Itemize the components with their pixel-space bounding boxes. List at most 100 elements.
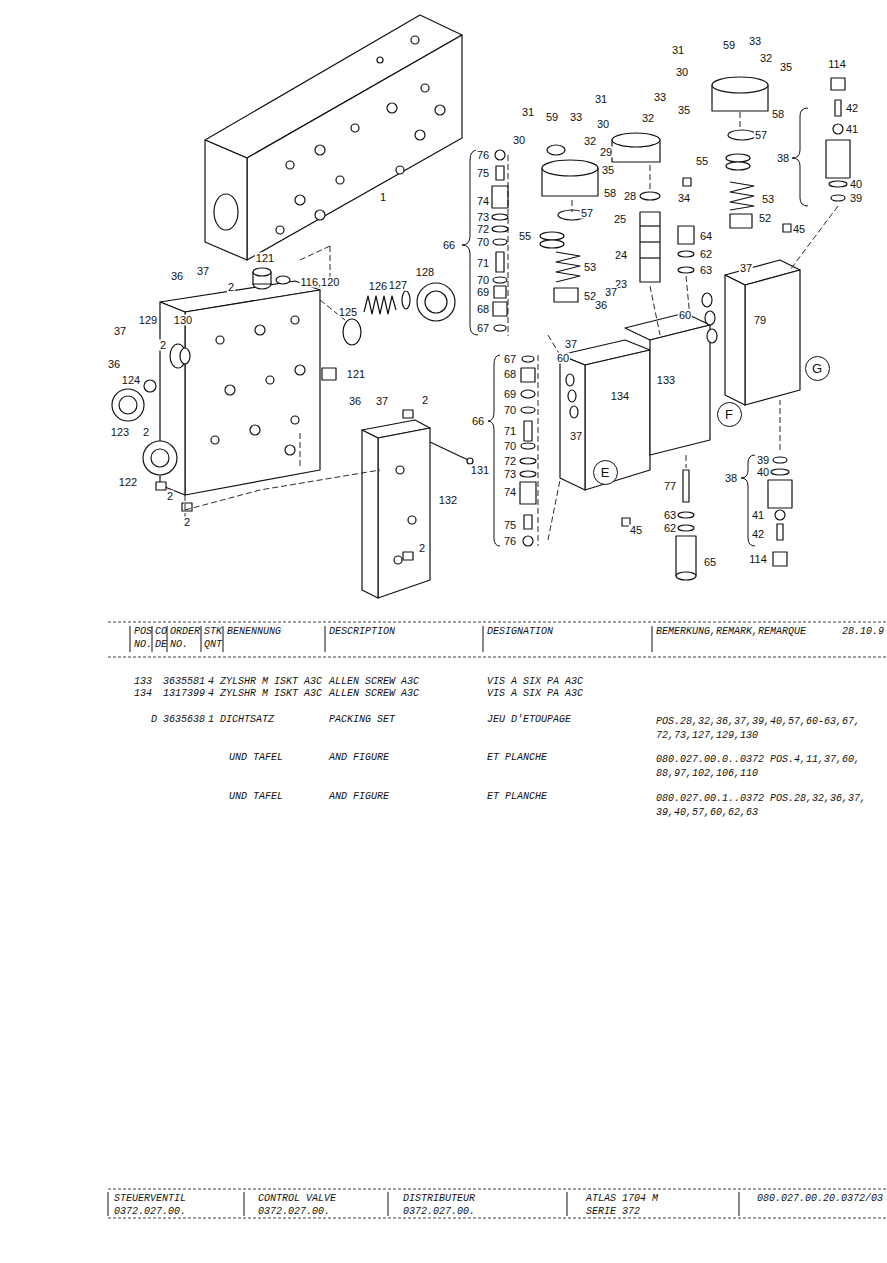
callout-number: 132 (438, 495, 458, 506)
callout-number: 42 (845, 103, 859, 114)
callout-number: 123 (110, 427, 130, 438)
callout-number: 68 (476, 304, 490, 315)
callout-number: 35 (677, 105, 691, 116)
table-cell: 080.027.00.1..0372 POS.28,32,36,37, 39,4… (655, 792, 873, 820)
table-cell: ALLEN SCREW A3C (328, 689, 420, 699)
table-cell: 3635638 (162, 715, 206, 725)
callout-number: 37 (564, 339, 578, 350)
section-letter-circle: G (805, 356, 830, 381)
callout-number: 55 (695, 156, 709, 167)
table-cell: ZYLSHR M ISKT A3C (219, 689, 323, 699)
table-cell: 0372.027.00. (113, 1207, 187, 1217)
callout-number: 70 (503, 405, 517, 416)
callout-number: 125 (338, 307, 358, 318)
table-cell: UND TAFEL (228, 792, 284, 802)
callout-number: 32 (583, 136, 597, 147)
callout-number: 28 (623, 191, 637, 202)
callout-number: 126 (368, 281, 388, 292)
table-cell: D (150, 715, 158, 725)
callout-number: 42 (751, 529, 765, 540)
callout-number: 31 (594, 94, 608, 105)
callout-number: 40 (849, 179, 863, 190)
callout-number: 60 (678, 310, 692, 321)
callout-number: 130 (173, 315, 193, 326)
callout-number: 45 (629, 525, 643, 536)
callout-number: 77 (663, 481, 677, 492)
callout-number: 70 (476, 275, 490, 286)
table-cell: ATLAS 1704 M (585, 1194, 659, 1204)
callout-number: 37 (196, 266, 210, 277)
section-letter: E (601, 466, 610, 479)
section-letter-circle: F (717, 402, 742, 427)
table-cell: PACKING SET (328, 715, 396, 725)
callout-number: 73 (476, 212, 490, 223)
callout-number: 39 (756, 455, 770, 466)
table-cell: DISTRIBUTEUR (402, 1194, 476, 1204)
callout-number: 36 (594, 300, 608, 311)
callout-number: 30 (512, 135, 526, 146)
table-cell: 1 (207, 715, 215, 725)
callout-number: 62 (699, 249, 713, 260)
callout-number: 58 (603, 188, 617, 199)
callout-number: 52 (758, 213, 772, 224)
callout-number: 70 (476, 237, 490, 248)
table-cell: 0372.027.00. (257, 1207, 331, 1217)
table-cell: DICHTSATZ (219, 715, 275, 725)
callout-number: 131 (470, 465, 490, 476)
callout-number: 67 (476, 323, 490, 334)
table-cell: 4 (207, 677, 215, 687)
table-cell: NO. (169, 640, 189, 650)
table-cell: VIS A SIX PA A3C (486, 689, 584, 699)
callout-number: 24 (614, 250, 628, 261)
table-cell: 133 (133, 677, 153, 687)
callout-number: 69 (503, 389, 517, 400)
table-cell: BENENNUNG (226, 627, 282, 637)
callout-number: 36 (348, 396, 362, 407)
table-cell: 4 (207, 689, 215, 699)
table-cell: POS.28,32,36,37,39,40,57,60-63,67, 72,73… (655, 715, 873, 743)
callout-number: 2 (418, 543, 426, 554)
callout-number: 74 (503, 487, 517, 498)
callout-number: 40 (756, 467, 770, 478)
callout-number: 67 (503, 354, 517, 365)
callout-number: 134 (610, 391, 630, 402)
callout-number: 36 (170, 271, 184, 282)
callout-number: 25 (613, 214, 627, 225)
callout-number: 121 (346, 369, 366, 380)
callout-number: 30 (675, 67, 689, 78)
callout-number: 37 (113, 326, 127, 337)
callout-number: 55 (518, 231, 532, 242)
table-cell: 080.027.00.20.0372/03 (756, 1194, 884, 1204)
callout-number: 36 (107, 359, 121, 370)
section-letter-circle: E (593, 460, 618, 485)
callout-number: 122 (118, 477, 138, 488)
callout-number: 70 (503, 441, 517, 452)
callout-number: 53 (761, 194, 775, 205)
table-cell: ORDER (169, 627, 201, 637)
table-cell: 1317399 (162, 689, 206, 699)
callout-number: 2 (227, 282, 235, 293)
callout-number: 32 (759, 53, 773, 64)
callout-number: 63 (663, 510, 677, 521)
callout-number: 33 (748, 36, 762, 47)
callout-number: 31 (521, 107, 535, 118)
callout-number: 45 (792, 224, 806, 235)
callout-number: 33 (653, 92, 667, 103)
callout-number: 75 (503, 520, 517, 531)
callout-number: 64 (699, 231, 713, 242)
callout-number: 39 (849, 193, 863, 204)
callout-number: 128 (415, 267, 435, 278)
callout-number: 30 (596, 119, 610, 130)
callout-number: 127 (388, 280, 408, 291)
table-cell: DESCRIPTION (328, 627, 396, 637)
callout-number: 60 (556, 353, 570, 364)
callout-number: 62 (663, 523, 677, 534)
callout-number: 121 (255, 253, 275, 264)
callout-number: 73 (503, 469, 517, 480)
table-cell: 0372.027.00. (402, 1207, 476, 1217)
callout-number: 2 (159, 340, 167, 351)
table-cell: DESIGNATION (486, 627, 554, 637)
callout-number: 37 (569, 431, 583, 442)
callout-number: 72 (476, 224, 490, 235)
section-letter: F (725, 408, 733, 421)
